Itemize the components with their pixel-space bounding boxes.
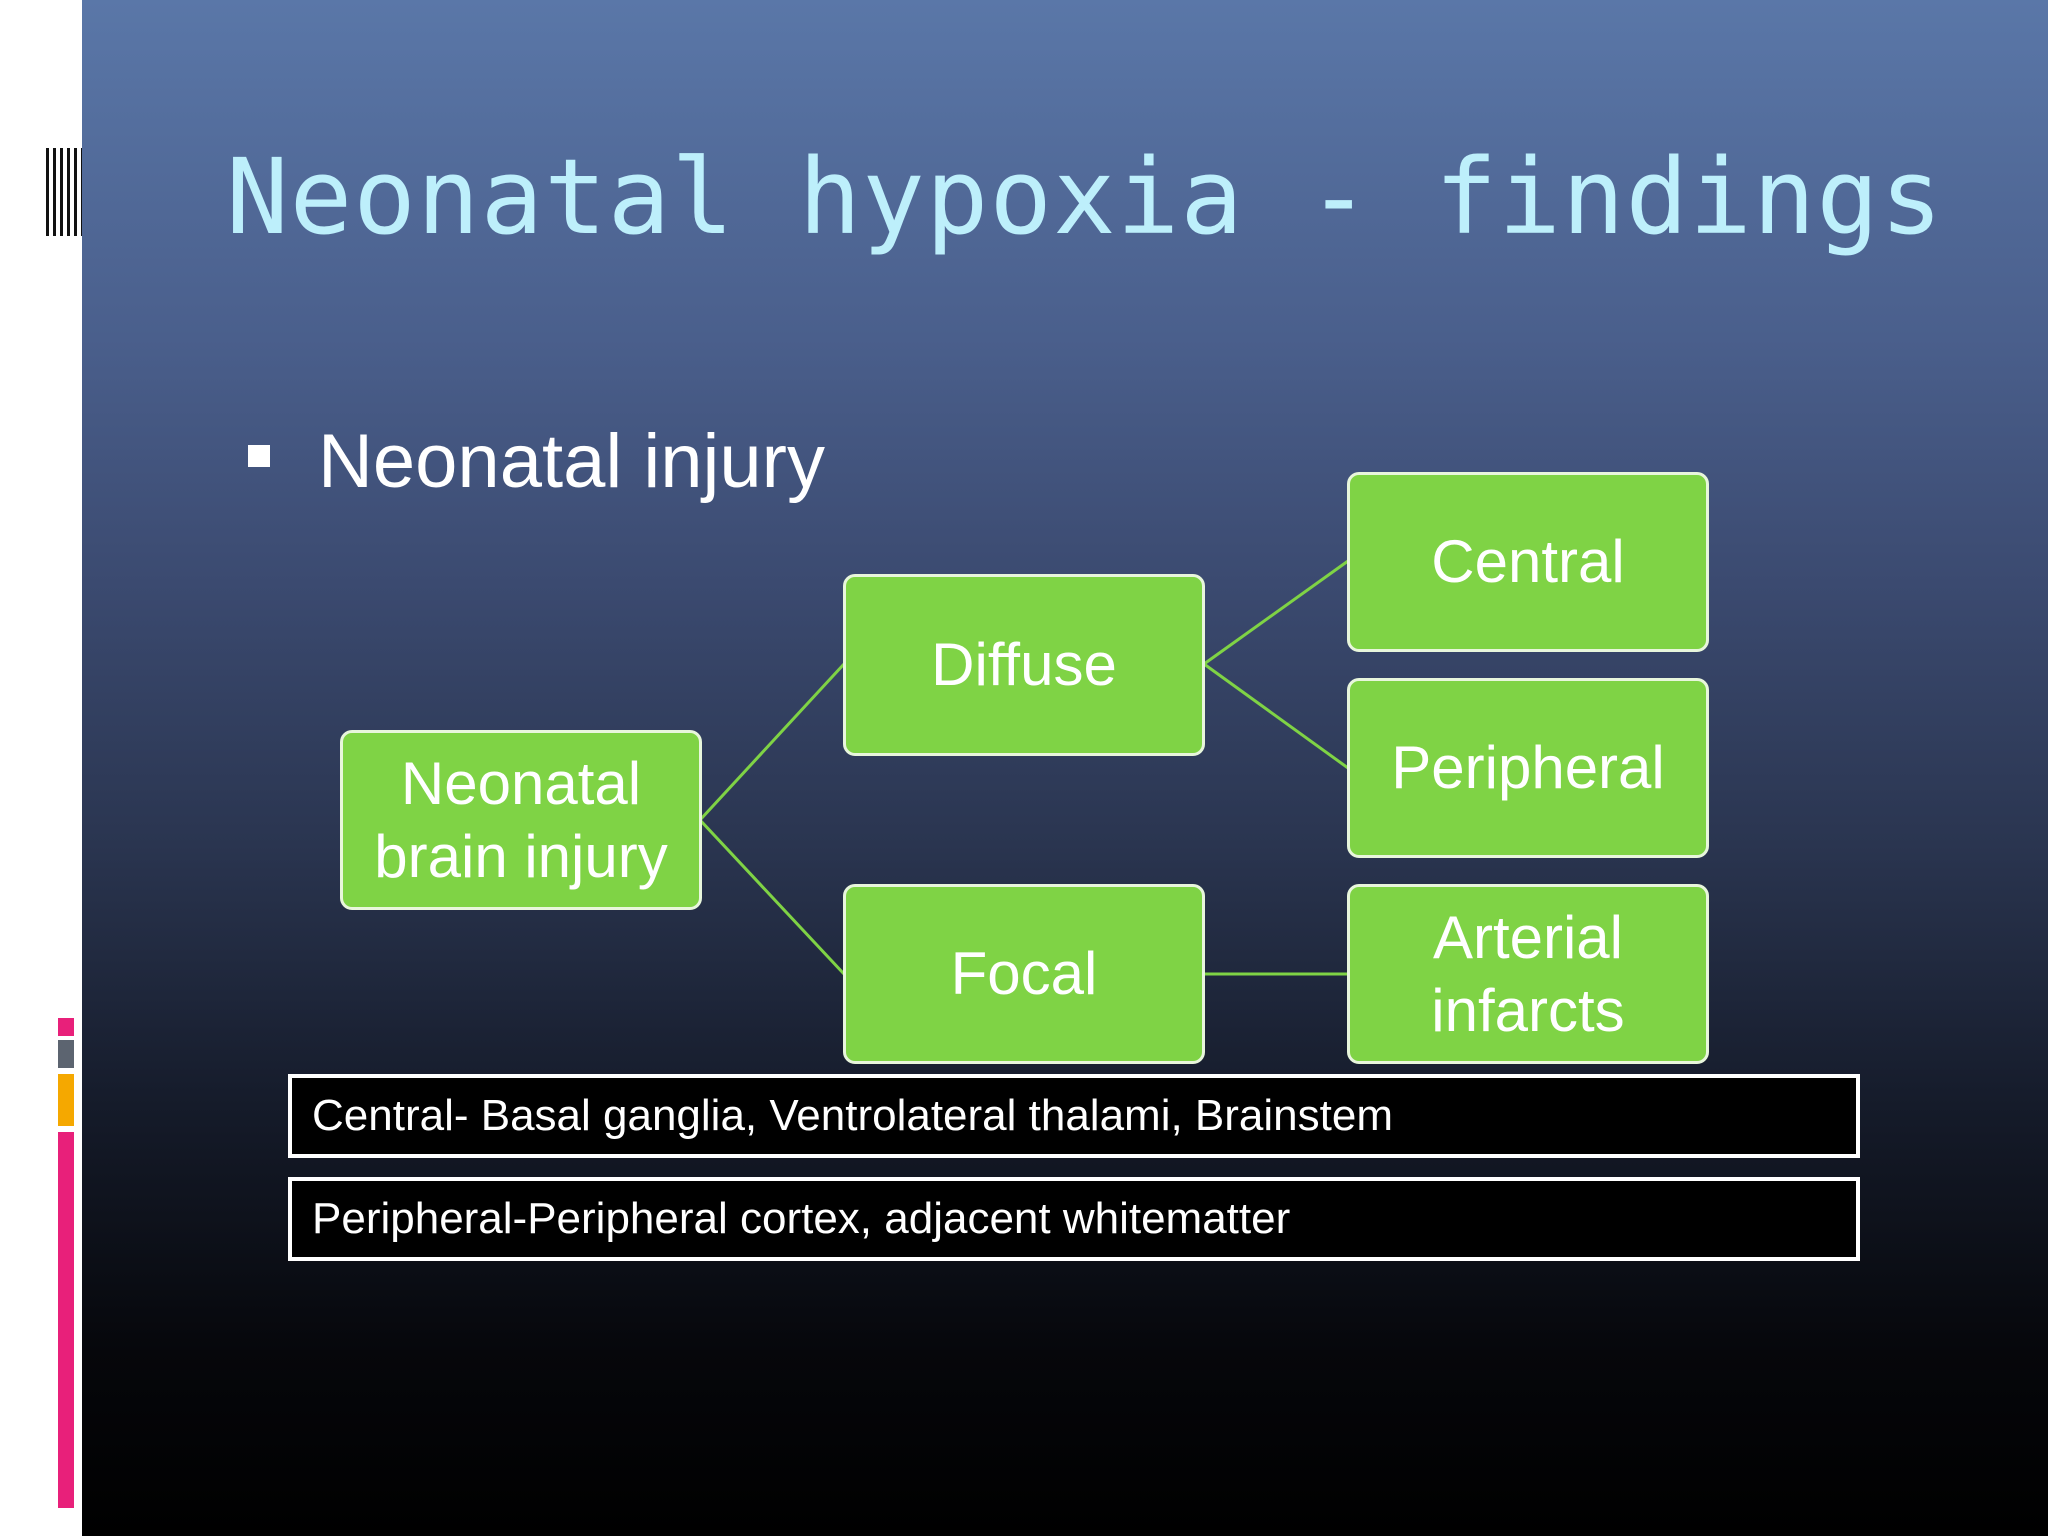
node-peripheral: Peripheral (1347, 678, 1709, 858)
accent-bar-pink-top (58, 1018, 74, 1036)
node-root-line1: Neonatal (400, 749, 642, 817)
accent-bar-orange (58, 1074, 74, 1126)
node-central-label: Central (1431, 528, 1625, 596)
connector-root-focal (698, 818, 846, 976)
node-focal: Focal (843, 884, 1205, 1064)
accent-bar-pink-bottom (58, 1132, 74, 1508)
slide-title: Neonatal hypoxia - findings (226, 136, 1944, 258)
node-neonatal-brain-injury: Neonatal brain injury (340, 730, 702, 910)
node-arterial-infarcts: Arterial infarcts (1347, 884, 1709, 1064)
node-diffuse-label: Diffuse (931, 631, 1117, 699)
bullet-square-icon (248, 445, 270, 467)
accent-bar-gray (58, 1040, 74, 1068)
node-root-line2: brain injury (374, 823, 668, 890)
node-focal-label: Focal (950, 940, 1098, 1008)
note-peripheral: Peripheral-Peripheral cortex, adjacent w… (288, 1177, 1860, 1261)
node-arterial-line1: Arterial (1432, 903, 1624, 971)
node-arterial-line2: infarcts (1431, 977, 1625, 1044)
node-central: Central (1347, 472, 1709, 652)
node-peripheral-label: Peripheral (1391, 734, 1665, 802)
note-central: Central- Basal ganglia, Ventrolateral th… (288, 1074, 1860, 1158)
barcode-decoration (46, 148, 82, 236)
node-diffuse: Diffuse (843, 574, 1205, 756)
connector-diffuse-central (1203, 559, 1349, 666)
bullet-text: Neonatal injury (318, 419, 825, 504)
connector-root-diffuse (698, 662, 846, 822)
connector-diffuse-peripheral (1203, 662, 1349, 770)
